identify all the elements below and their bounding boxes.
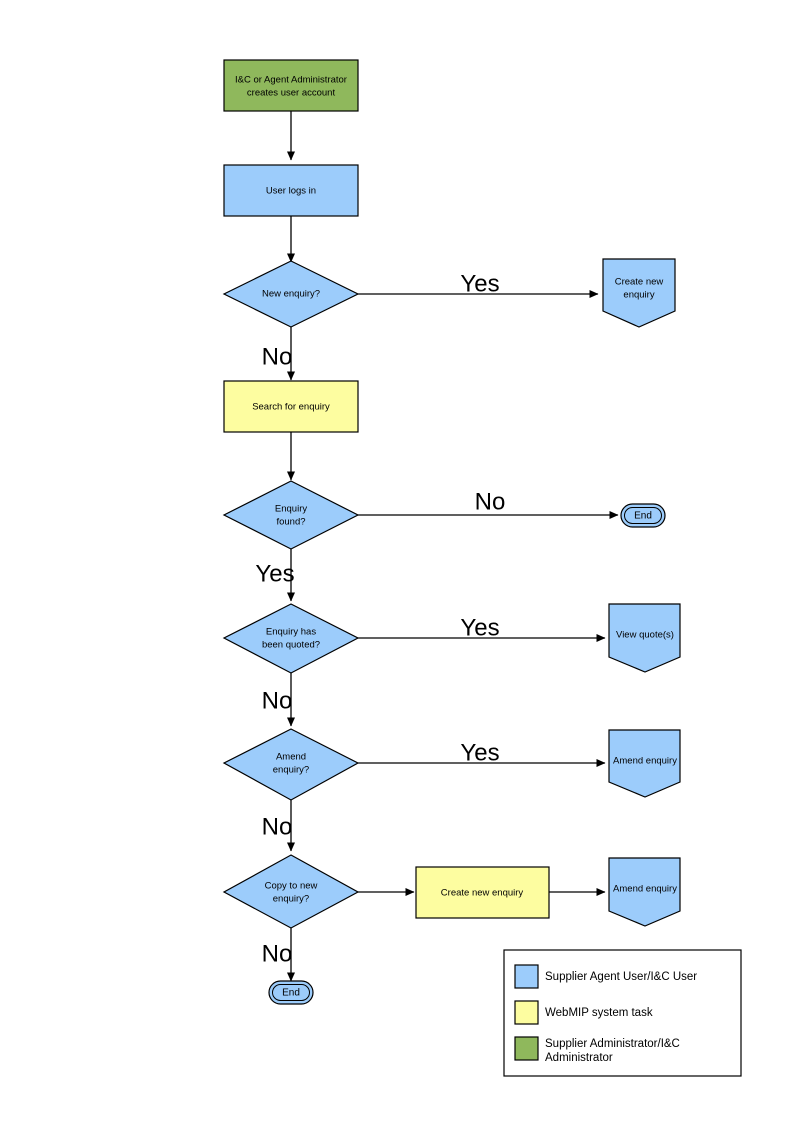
process-box: [223, 59, 359, 112]
node-search-for-enquiry[interactable]: Search for enquiry: [223, 380, 359, 433]
connectors: [286, 111, 619, 982]
legend-border: [503, 949, 742, 1077]
node-view-quotes[interactable]: View quote(s): [608, 603, 681, 673]
edge-label-amend-no: No: [262, 813, 293, 840]
legend-swatch-administrator: [514, 1036, 539, 1061]
node-label-line2: enquiry?: [273, 894, 309, 905]
legend-label-line1: Supplier Administrator/I&C: [545, 1038, 680, 1050]
node-label-line1: Create new: [615, 277, 664, 288]
edge-label-new-enquiry-no: No: [262, 343, 293, 370]
edge-label-quoted-no: No: [262, 687, 293, 714]
edge-label-copy-no: No: [262, 940, 293, 967]
node-admin-creates-user-account[interactable]: I&C or Agent Administrator creates user …: [223, 59, 359, 112]
terminator-inner: [624, 507, 662, 524]
node-label-line1: Search for enquiry: [252, 402, 330, 413]
terminator-end-bottom[interactable]: End: [268, 980, 314, 1005]
node-label-line2: enquiry?: [273, 765, 309, 776]
decision-enquiry-quoted[interactable]: Enquiry has been quoted?: [222, 603, 360, 674]
node-label-line2: found?: [276, 517, 305, 528]
node-label-line2: enquiry: [623, 290, 654, 301]
node-label-line2: creates user account: [247, 88, 336, 99]
legend-item-supplier-agent-user: Supplier Agent User/I&C User: [514, 964, 697, 989]
process-box: [415, 866, 550, 919]
node-label-line1: Amend enquiry: [613, 756, 677, 767]
terminator-outer: [268, 980, 314, 1005]
legend-swatch-actor-user: [514, 964, 539, 989]
legend-label-line1: WebMIP system task: [545, 1007, 653, 1019]
node-amend-enquiry-manual-2[interactable]: Amend enquiry: [608, 857, 681, 927]
node-label-line1: Enquiry has: [266, 627, 316, 638]
node-label-line1: End: [282, 988, 300, 999]
terminator-outer: [620, 503, 666, 528]
decision-amend-enquiry[interactable]: Amend enquiry?: [222, 728, 360, 801]
node-label-line1: Copy to new: [265, 881, 318, 892]
node-label-line1: New enquiry?: [262, 289, 320, 300]
node-amend-enquiry-manual[interactable]: Amend enquiry: [608, 729, 681, 798]
node-label-line1: Amend: [276, 752, 306, 763]
node-label-line1: View quote(s): [616, 630, 674, 641]
legend-label-line1: Supplier Agent User/I&C User: [545, 971, 697, 983]
pentagon-shape: [608, 857, 681, 927]
decision-new-enquiry[interactable]: New enquiry?: [222, 260, 360, 328]
terminator-inner: [272, 984, 310, 1001]
pentagon-shape: [608, 729, 681, 798]
pentagon-shape: [608, 603, 681, 673]
legend: Supplier Agent User/I&C User WebMIP syst…: [503, 949, 742, 1077]
decision-diamond: [222, 480, 360, 550]
edge-label-enquiry-found-yes: Yes: [255, 560, 294, 587]
decision-diamond: [222, 260, 360, 328]
node-user-logs-in[interactable]: User logs in: [223, 164, 359, 217]
node-label-line1: User logs in: [266, 186, 316, 197]
edge-label-new-enquiry-yes: Yes: [460, 270, 499, 297]
decision-copy-to-new-enquiry[interactable]: Copy to new enquiry?: [222, 854, 360, 929]
process-box: [223, 380, 359, 433]
node-create-new-enquiry-manual[interactable]: Create new enquiry: [602, 258, 676, 328]
legend-item-supplier-administrator: Supplier Administrator/I&C Administrator: [514, 1036, 680, 1064]
decision-diamond: [222, 603, 360, 674]
decision-enquiry-found[interactable]: Enquiry found?: [222, 480, 360, 550]
terminator-end-right[interactable]: End: [620, 503, 666, 528]
legend-swatch-system-task: [514, 1000, 539, 1025]
decision-diamond: [222, 854, 360, 929]
legend-item-webmip-system-task: WebMIP system task: [514, 1000, 653, 1025]
node-label-line1: I&C or Agent Administrator: [235, 75, 347, 86]
process-box: [223, 164, 359, 217]
node-label-line1: Amend enquiry: [613, 884, 677, 895]
node-label-line1: Create new enquiry: [441, 888, 524, 899]
edge-label-amend-yes: Yes: [460, 739, 499, 766]
node-create-new-enquiry-system[interactable]: Create new enquiry: [415, 866, 550, 919]
node-label-line1: Enquiry: [275, 504, 307, 515]
legend-label-line2: Administrator: [545, 1052, 613, 1064]
node-label-line2: been quoted?: [262, 640, 320, 651]
pentagon-shape: [602, 258, 676, 328]
decision-diamond: [222, 728, 360, 801]
edge-labels: Yes No No Yes Yes No Yes No No: [255, 270, 505, 967]
node-label-line1: End: [634, 511, 652, 522]
edge-label-enquiry-found-no: No: [475, 488, 506, 515]
edge-label-quoted-yes: Yes: [460, 614, 499, 641]
